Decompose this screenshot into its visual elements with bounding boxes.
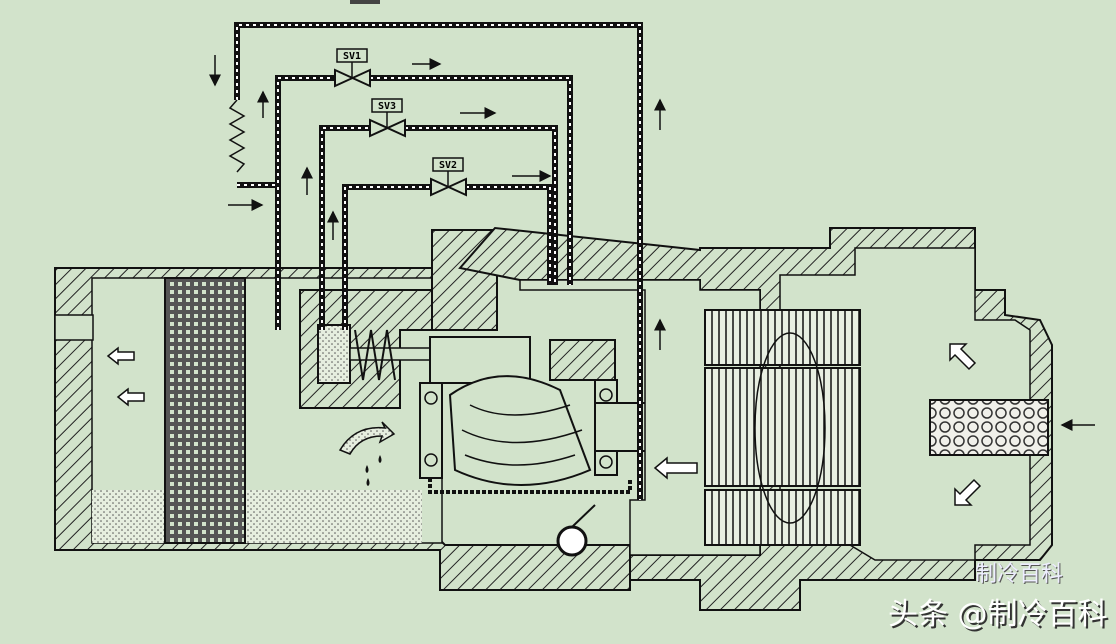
pipe-dash — [405, 127, 556, 285]
pipe-dash — [344, 186, 431, 330]
oil-separator — [54, 229, 631, 591]
solenoid-valve-sv3[interactable]: SV3 — [369, 98, 406, 138]
partial-arrow — [350, 0, 380, 4]
capillary — [228, 99, 246, 173]
valve-label: SV3 — [378, 101, 396, 112]
pipe-dash — [277, 77, 335, 330]
float-ball — [556, 525, 588, 557]
suction-filter — [929, 399, 1049, 456]
watermark: 头条 @制冷百科 — [888, 597, 1108, 632]
valve-label: SV1 — [343, 51, 361, 62]
flow-arrows — [209, 55, 1095, 431]
oil-drops — [365, 455, 382, 486]
slide-valve-piston — [317, 324, 351, 384]
watermark-logo: 制冷百科 — [975, 562, 1064, 587]
pipe-dash — [370, 77, 571, 285]
motor — [458, 226, 1053, 611]
gas-arrows — [106, 343, 982, 506]
separator-filter — [164, 277, 246, 544]
solenoid-valve-sv2[interactable]: SV2 — [430, 157, 467, 197]
oil-reservoir — [92, 490, 422, 543]
valve-label: SV2 — [439, 160, 457, 171]
pipe-dash — [236, 24, 641, 500]
pipe-dash — [321, 127, 370, 330]
solenoid-valve-sv1[interactable]: SV1 — [334, 48, 371, 88]
spring — [354, 329, 396, 381]
pipework — [234, 22, 643, 500]
pipe-dash — [466, 186, 551, 285]
